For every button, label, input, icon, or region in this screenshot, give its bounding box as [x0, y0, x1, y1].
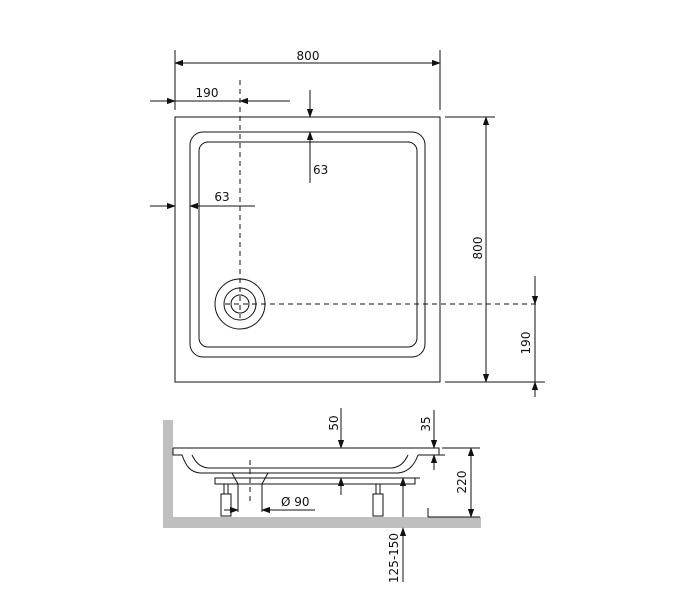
- rim-top-label: 63: [313, 163, 328, 177]
- drain-outer-ring: [214, 278, 266, 330]
- drain-inner-ring: [230, 294, 250, 314]
- leg-left-shaft: [223, 483, 229, 495]
- rim-height-label: 35: [419, 416, 433, 431]
- tray-outline: [174, 116, 441, 383]
- side-view: 50 35 220 Ø 90 125-150: [163, 408, 481, 583]
- rim-left-label: 63: [214, 190, 229, 204]
- height-label: 800: [471, 237, 485, 260]
- floor: [163, 517, 481, 528]
- width-label: 800: [297, 49, 320, 63]
- tray-inner-rim-inner: [198, 141, 418, 348]
- leg-height-label: 125-150: [387, 533, 401, 583]
- drain-diameter-label: Ø 90: [281, 495, 310, 509]
- drain-y-offset-label: 190: [519, 332, 533, 355]
- support-frame: [214, 477, 416, 485]
- drain-x-offset-label: 190: [196, 86, 219, 100]
- wall: [163, 420, 173, 528]
- top-view: 800 190 63 63 800 190: [150, 49, 545, 397]
- tray-inner-profile: [191, 454, 409, 469]
- tray-inner-rim-outer: [189, 131, 426, 358]
- total-height-label: 220: [455, 471, 469, 494]
- tray-basin-profile: [172, 448, 419, 474]
- leg-right-shaft: [375, 483, 381, 495]
- depth-label: 50: [327, 415, 341, 430]
- leg-right-foot: [372, 493, 384, 517]
- leg-left-foot: [220, 493, 232, 517]
- tray-rim-profile: [173, 447, 440, 456]
